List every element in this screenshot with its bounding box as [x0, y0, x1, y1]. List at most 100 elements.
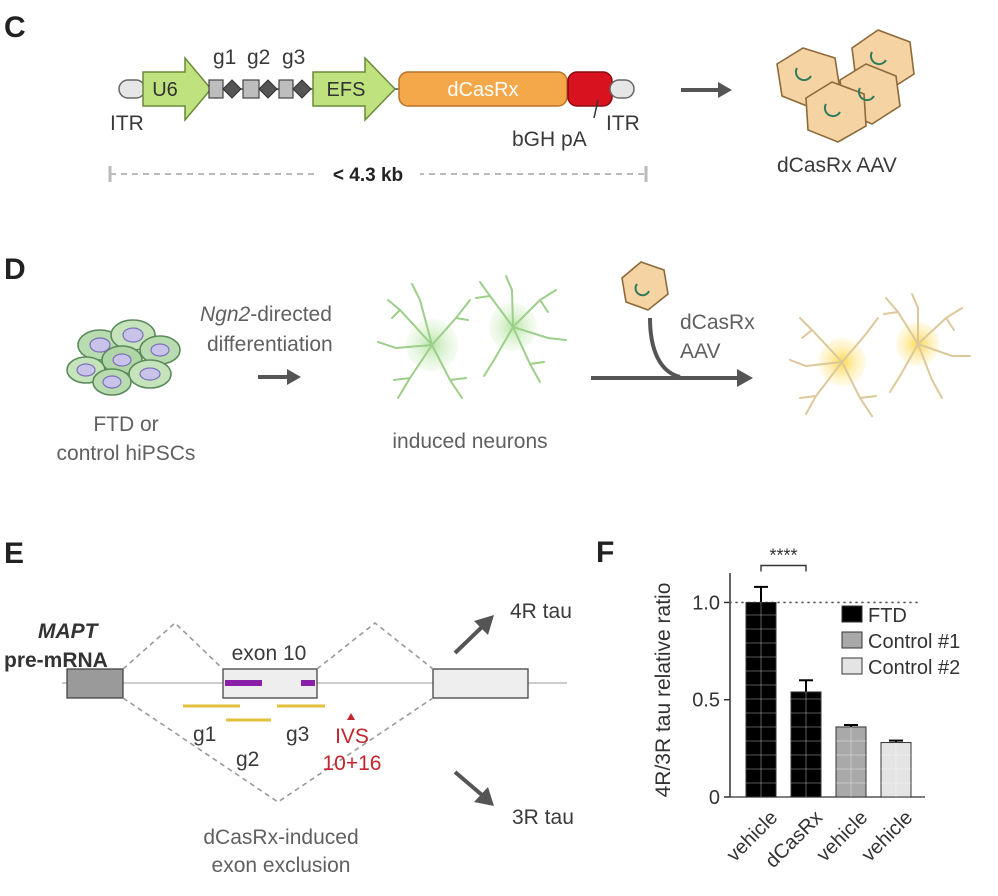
- legend-label: Control #1: [868, 631, 960, 653]
- guide-spacer-square: [208, 79, 224, 99]
- aav-genome-loop: [857, 87, 875, 102]
- panel-d-letter: D: [4, 253, 26, 286]
- significance-bracket: [760, 564, 807, 572]
- efs-promoter-arrow: [312, 56, 397, 122]
- aav-genome-loop: [869, 51, 887, 66]
- legend-label: Control #2: [868, 657, 960, 679]
- caption-line2: exon exclusion: [212, 854, 351, 877]
- arrow-3r: [453, 770, 484, 797]
- hipsc-label-line2: control hiPSCs: [57, 442, 196, 465]
- hipsc-cluster: [66, 319, 181, 396]
- g2-label: g2: [247, 46, 270, 69]
- panel-e: E MAPT pre-mRNA exon 10 g1 g2 g3 IVS 10+…: [4, 537, 574, 877]
- arrow-to-aav-head: [718, 82, 732, 98]
- ivs-mutation-marker: [347, 713, 355, 720]
- x-tick-label: vehicle: [858, 807, 918, 867]
- transduction-arrow-head: [737, 369, 753, 387]
- guide-spacer-square: [242, 79, 260, 99]
- splice-path-inclusion: [316, 621, 434, 670]
- aav-genome-loop: [823, 103, 841, 118]
- transduced-neurons-yellow: [789, 293, 971, 417]
- mapt-gene-label: MAPT: [38, 620, 100, 643]
- bar: [835, 726, 867, 798]
- panel-f-chart: F 00.51.04R/3R tau relative ratiovehicle…: [596, 536, 960, 872]
- left-itr-element: [118, 79, 146, 99]
- bgh-pa-box: [567, 71, 613, 107]
- aav-genome-loop-small: [634, 283, 650, 297]
- induced-neurons-green: [377, 275, 567, 399]
- aav-capsid: [805, 81, 867, 143]
- differentiation-arrow-head: [287, 369, 301, 385]
- ivs-label-line1: IVS: [335, 725, 369, 748]
- guide-target-site: [225, 680, 262, 686]
- guide-target-site: [301, 680, 315, 686]
- bar: [745, 601, 777, 798]
- directed-text: -directed: [250, 303, 332, 326]
- splice-path-inclusion: [122, 621, 224, 670]
- differentiation-label-line2: differentiation: [207, 333, 333, 356]
- u6-label: U6: [152, 79, 178, 101]
- panel-d: D FTD or control hiPSCs Ngn2-directed: [4, 253, 971, 465]
- splice-paths: [122, 621, 434, 803]
- y-tick-label: 0.5: [692, 690, 720, 712]
- bgh-pa-label: bGH pA: [512, 128, 587, 151]
- direct-repeat-diamond: [258, 79, 278, 99]
- aav-label: dCasRx AAV: [777, 154, 897, 177]
- guide-spacer-square: [278, 79, 294, 99]
- efs-label: EFS: [327, 79, 366, 101]
- aav-capsid-small: [621, 261, 669, 311]
- right-itr-element: [609, 79, 635, 99]
- upstream-exon: [66, 668, 124, 699]
- guide-g3-label: g3: [286, 723, 309, 746]
- legend-swatch: [841, 657, 863, 675]
- panel-e-letter: E: [4, 537, 24, 570]
- legend-swatch: [841, 605, 863, 623]
- exon-10-label: exon 10: [232, 642, 307, 665]
- splice-path-exclusion: [122, 697, 434, 803]
- significance-label: ****: [769, 545, 797, 565]
- 4r-tau-label: 4R tau: [510, 600, 572, 623]
- panel-f-letter: F: [596, 536, 614, 569]
- y-tick-label: 0: [709, 787, 720, 809]
- panel-c-letter: C: [4, 11, 26, 44]
- hipsc-label-line1: FTD or: [93, 413, 158, 436]
- premrna-label: pre-mRNA: [4, 649, 108, 672]
- arrow-4r: [453, 625, 484, 655]
- aav-genomes: [794, 51, 887, 118]
- g1-label: g1: [213, 46, 236, 69]
- dcasrx-label: dCasRx: [447, 79, 518, 101]
- aav-genome-loop: [794, 67, 812, 82]
- y-axis-label: 4R/3R tau relative ratio: [652, 583, 675, 798]
- ivs-label-line2: 10+16: [323, 752, 382, 775]
- aav-step-label-line2: AAV: [680, 340, 720, 363]
- legend-swatch: [841, 631, 863, 649]
- dcasrx-gene-box: [398, 71, 568, 107]
- guide-g1-label: g1: [193, 723, 216, 746]
- bgh-pa-leader-line: [593, 99, 599, 119]
- bar: [790, 691, 822, 798]
- right-itr-label: ITR: [606, 112, 640, 135]
- size-label-background: [316, 160, 420, 186]
- downstream-exon: [432, 668, 529, 699]
- direct-repeat-diamond: [222, 79, 242, 99]
- arrow-4r-head: [474, 615, 494, 635]
- induced-neurons-label: induced neurons: [392, 430, 547, 453]
- direct-repeat-diamond: [292, 79, 312, 99]
- caption-line1: dCasRx-induced: [203, 826, 358, 849]
- aav-particles: [776, 29, 915, 143]
- left-itr-label: ITR: [110, 112, 144, 135]
- u6-promoter-arrow: [142, 55, 212, 123]
- g3-label: g3: [282, 46, 305, 69]
- arrow-3r-head: [474, 787, 494, 806]
- aav-joining-arrow: [648, 317, 681, 379]
- legend-label: FTD: [868, 605, 907, 627]
- size-label: < 4.3 kb: [333, 165, 403, 186]
- aav-step-label-line1: dCasRx: [680, 311, 755, 334]
- guide-g2-label: g2: [236, 748, 259, 771]
- bar: [880, 742, 912, 798]
- ngn2-italic: Ngn2: [200, 303, 251, 326]
- differentiation-label-line1: Ngn2-directed: [200, 303, 332, 326]
- panel-c: C ITR U6 g1 g2 g3 EFS dCasRx bGH pA ITR: [4, 11, 915, 186]
- 3r-tau-label: 3R tau: [512, 806, 574, 829]
